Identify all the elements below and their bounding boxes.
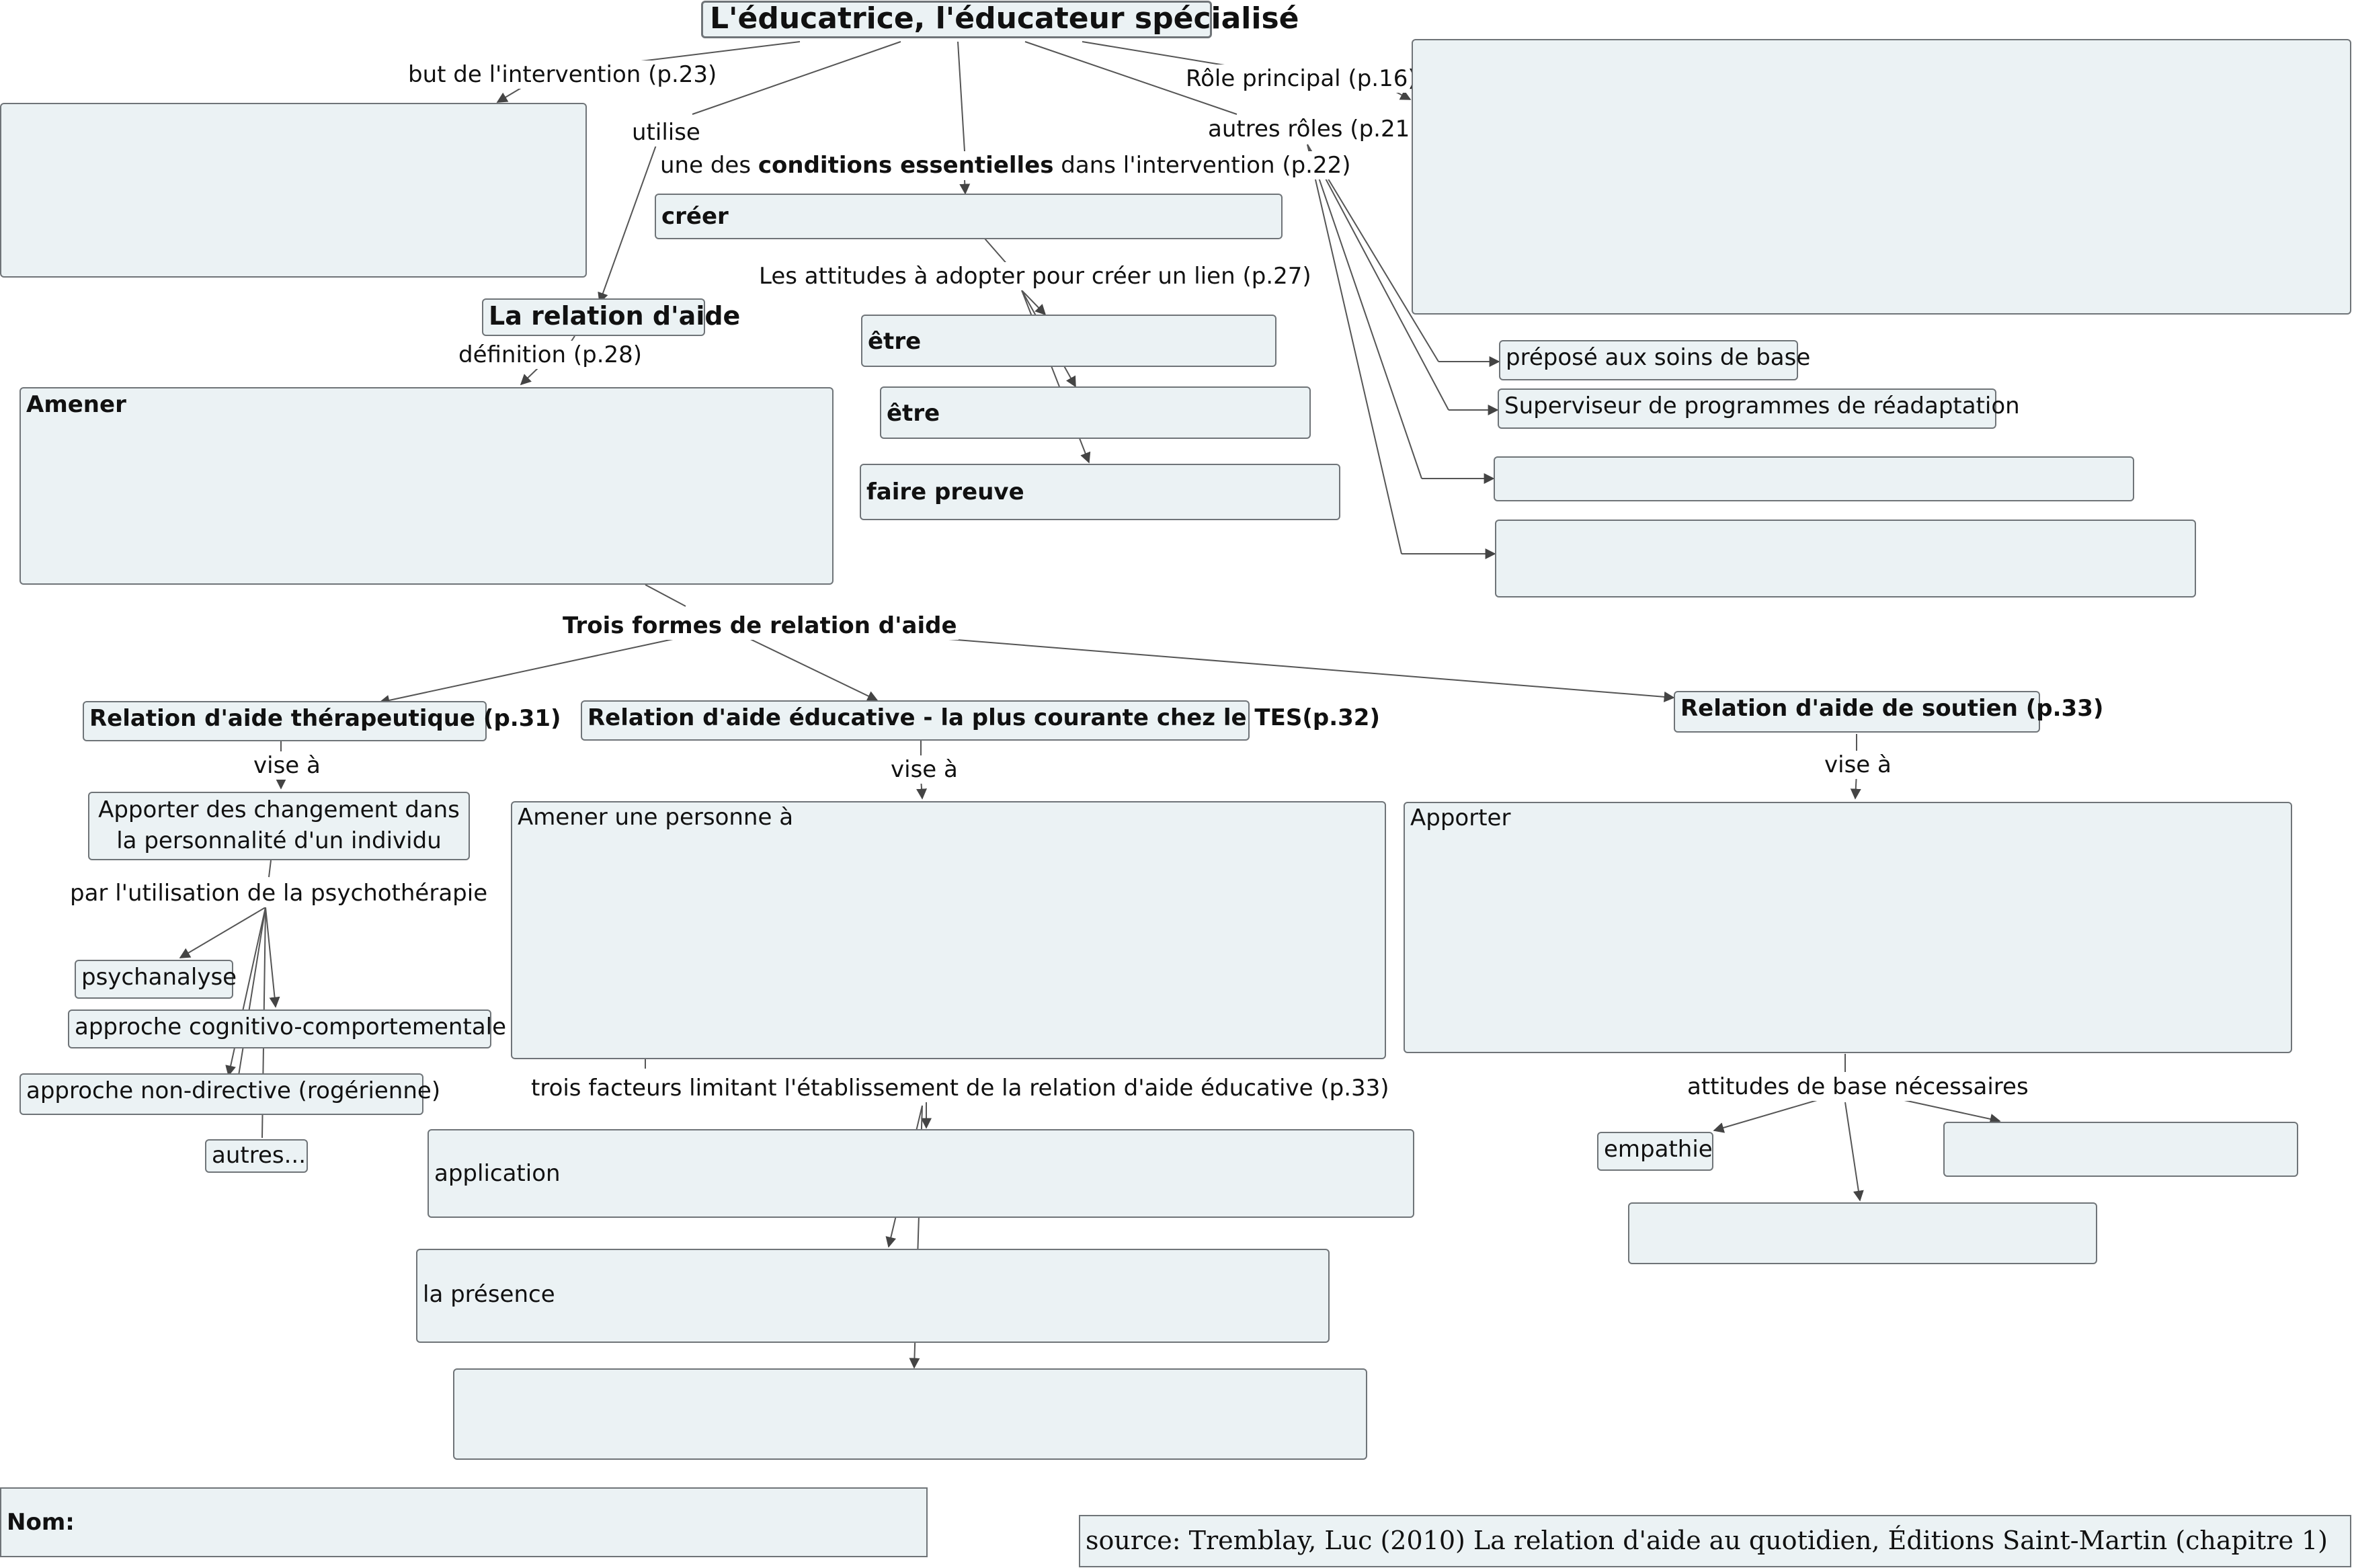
label-vise-a-soutien: vise à [1823,751,1893,779]
label-conditions-pre: une des [660,152,758,179]
label-vise-a-educative: vise à [889,755,959,784]
node-prepose: préposé aux soins de base [1499,340,1810,380]
label-but-intervention: but de l'intervention (p.23) [407,60,719,89]
label-facteurs-limitants: trois facteurs limitant l'établissement … [530,1074,1391,1102]
source-citation: source: Tremblay, Luc (2010) La relation… [1079,1515,2351,1567]
label-attitudes-base: attitudes de base nécessaires [1686,1073,2030,1101]
node-apporter[interactable]: Apporter [1404,802,2292,1053]
node-relation-therapeutique: Relation d'aide thérapeutique (p.31) [83,701,561,741]
label-conditions-post: dans l'intervention (p.22) [1053,152,1351,179]
node-creer[interactable]: créer [655,194,1283,239]
label-trois-formes: Trois formes de relation d'aide [561,612,959,640]
autre-role-answer-box-2[interactable] [1495,520,2196,597]
nom-field[interactable]: Nom: [0,1487,928,1557]
node-application[interactable]: application [428,1129,1414,1218]
node-non-directive: approche non-directive (rogérienne) [19,1073,440,1115]
node-empathie: empathie [1597,1132,1713,1171]
node-presence[interactable]: la présence [416,1249,1330,1343]
node-superviseur: Superviseur de programmes de réadaptatio… [1498,388,2020,429]
label-vise-a-therapeutique: vise à [252,751,322,780]
node-changements-personnalite: Apporter des changement dans la personna… [88,792,470,860]
but-intervention-answer-box[interactable] [0,103,587,278]
role-principal-answer-box[interactable] [1412,39,2351,315]
label-autres-roles: autres rôles (p.21) [1207,115,1420,143]
node-etre-1[interactable]: être [861,315,1276,367]
attitude-answer-box-1[interactable] [1943,1122,2298,1177]
node-cognitivo-comportementale: approche cognitivo-comportementale [68,1009,506,1048]
autre-role-answer-box-1[interactable] [1494,456,2134,501]
node-amener-definition[interactable]: Amener [19,387,834,585]
node-etre-2[interactable]: être [880,386,1311,439]
label-definition: définition (p.28) [457,341,644,369]
node-faire-preuve[interactable]: faire preuve [860,464,1340,520]
node-autres: autres... [205,1139,308,1173]
page-title: L'éducatrice, l'éducateur spécialisé [701,1,1299,38]
node-relation-educative: Relation d'aide éducative - la plus cour… [581,700,1380,741]
label-conditions-bold: conditions essentielles [758,152,1054,179]
label-conditions-essentielles: une des conditions essentielles dans l'i… [659,151,1352,179]
attitude-answer-box-2[interactable] [1628,1202,2097,1264]
node-psychanalyse: psychanalyse [75,960,237,999]
label-role-principal: Rôle principal (p.16) [1184,65,1418,93]
label-utilise: utilise [631,118,702,147]
node-relation-soutien: Relation d'aide de soutien (p.33) [1674,691,2103,733]
label-attitudes-lien: Les attitudes à adopter pour créer un li… [758,262,1313,290]
label-psychotherapie: par l'utilisation de la psychothérapie [69,879,489,907]
node-amener-personne[interactable]: Amener une personne à [511,801,1386,1059]
facteur-answer-box[interactable] [453,1368,1367,1460]
node-relation-aide: La relation d'aide [482,298,740,336]
